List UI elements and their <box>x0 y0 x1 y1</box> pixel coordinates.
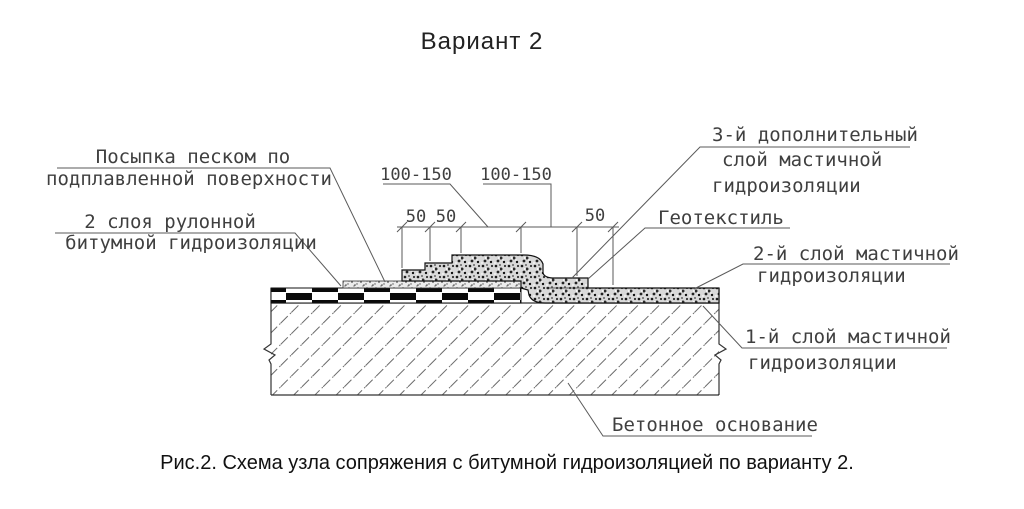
callout-mastic3-line2: слой мастичной <box>722 149 882 171</box>
callout-sand-line1: Посыпка песком по <box>96 146 290 168</box>
dimension-group: 100-150 100-150 50 50 50 <box>380 165 619 285</box>
callout-base-line1: Бетонное основание <box>612 414 818 436</box>
callout-mastic-3: 3-й дополнительный слой мастичной гидрои… <box>571 124 918 279</box>
callout-mastic2-line1: 2-й слой мастичной <box>753 243 959 265</box>
mastic-waterproofing-layers <box>401 254 720 304</box>
callout-mastic3-line1: 3-й дополнительный <box>712 124 918 146</box>
callout-rolled-bitumen: 2 слоя рулонной битумной гидроизоляции <box>55 211 342 287</box>
leader-line <box>702 305 947 349</box>
callout-sand-line2: подплавленной поверхности <box>46 168 332 190</box>
callout-sand: Посыпка песком по подплавленной поверхно… <box>46 146 386 283</box>
dim-text-50-3: 50 <box>585 206 605 226</box>
concrete-left-break-edge <box>262 288 277 395</box>
callout-mastic2-line2: гидроизоляции <box>757 265 906 287</box>
dim-tick <box>607 221 619 233</box>
callout-mastic1-line1: 1-й слой мастичной <box>745 326 951 348</box>
dim-text-50-1: 50 <box>406 207 426 227</box>
dim-tick <box>455 221 467 233</box>
callout-rolled-line1: 2 слоя рулонной <box>84 211 256 233</box>
dim-tick <box>396 221 408 233</box>
rolled-bitumen-layer <box>270 287 522 304</box>
leader-line <box>571 146 910 279</box>
dim-text-50-2: 50 <box>436 207 456 227</box>
callout-mastic-2: 2-й слой мастичной гидроизоляции <box>693 243 959 290</box>
leader-line <box>55 232 342 287</box>
leader-line <box>567 382 812 437</box>
leader-line <box>587 227 790 280</box>
dim-tick <box>515 221 527 233</box>
concrete-right-break-edge <box>713 288 728 395</box>
callout-geotextile: Геотекстиль <box>587 207 790 280</box>
callout-mastic-1: 1-й слой мастичной гидроизоляции <box>702 305 951 374</box>
dim-leader-100-150-right <box>483 183 552 227</box>
callout-mastic1-line2: гидроизоляции <box>748 352 897 374</box>
callout-concrete-base: Бетонное основание <box>567 382 818 437</box>
callout-rolled-line2: битумной гидроизоляции <box>65 232 317 254</box>
callout-mastic3-line3: гидроизоляции <box>712 175 861 197</box>
concrete-base-hatch <box>271 303 719 395</box>
leader-line <box>57 167 386 283</box>
dim-leader-100-150-left <box>383 183 489 228</box>
figure-caption: Рис.2. Схема узла сопряжения с битумной … <box>160 452 854 474</box>
dim-tick <box>571 221 583 233</box>
callout-geotextile-line1: Геотекстиль <box>658 207 784 229</box>
dim-text-100-150-right: 100-150 <box>480 165 552 185</box>
sand-sprinkle-layer <box>342 280 522 289</box>
dim-text-100-150-left: 100-150 <box>380 165 452 185</box>
leader-line <box>693 263 950 290</box>
dim-tick <box>424 221 436 233</box>
diagram-title: Вариант 2 <box>420 28 544 55</box>
